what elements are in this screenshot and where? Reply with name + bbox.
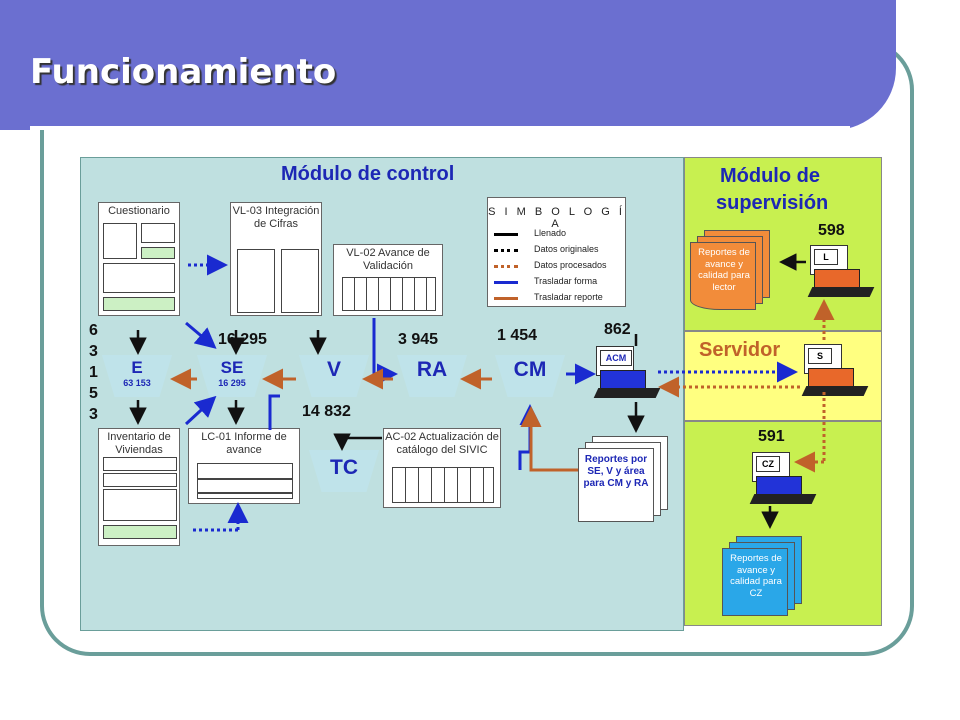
- legend-item-label: Datos procesados: [534, 260, 607, 270]
- legend-item-label: Llenado: [534, 228, 567, 238]
- title-underline: [30, 126, 850, 130]
- form-box: [197, 493, 293, 499]
- legend-swatch: [494, 265, 518, 268]
- arrow-dotted-blue: [188, 254, 798, 532]
- ac02-document: AC-02 Actualización de catálogo del SIVI…: [383, 428, 501, 508]
- node-se-value: 16 295: [218, 378, 246, 388]
- node-e: E 63 153: [102, 355, 172, 397]
- legend-item-label: Datos originales: [534, 244, 599, 254]
- form-box: [103, 263, 175, 293]
- cuestionario-document: Cuestionario: [98, 202, 180, 316]
- report-page: [578, 448, 654, 522]
- count-v: 14 832: [302, 403, 351, 420]
- form-box: [103, 223, 137, 259]
- form-box: [141, 247, 175, 259]
- node-v-label: V: [326, 358, 341, 381]
- vertical-digit: 6: [89, 322, 98, 339]
- legend-item-label: Trasladar reporte: [534, 292, 603, 302]
- reports-se-v-stack: Reportes por SE, V y área para CM y RA: [578, 436, 678, 526]
- slide-title: Funcionamiento: [30, 52, 337, 92]
- lector-label: L: [814, 249, 838, 265]
- legend-swatch: [494, 249, 518, 252]
- node-e-label: E: [131, 358, 143, 377]
- form-box: [281, 249, 319, 313]
- vertical-digit: 3: [89, 406, 98, 423]
- legend-item-label: Trasladar forma: [534, 276, 598, 286]
- form-box: [237, 249, 275, 313]
- inventario-document: Inventario de Viviendas: [98, 428, 180, 546]
- title-bar: [0, 0, 896, 130]
- vertical-digit: 3: [89, 343, 98, 360]
- arrow-black: [129, 253, 806, 529]
- form-box: [103, 473, 177, 487]
- cz-label: CZ: [756, 456, 780, 472]
- server-label: S: [808, 348, 832, 364]
- form-box: [103, 489, 177, 521]
- form-box: [342, 277, 436, 311]
- acm-label: ACM: [600, 350, 632, 366]
- lc01-label: LC-01 Informe de avance: [201, 431, 287, 456]
- node-cm: CM: [495, 355, 565, 397]
- inventario-label: Inventario de Viviendas: [107, 431, 171, 456]
- count-ra: 3 945: [398, 331, 439, 348]
- vl03-document: VL-03 Integración de Cifras: [230, 202, 322, 316]
- reports-se-v-text: Reportes por SE, V y área para CM y RA: [583, 454, 649, 489]
- vl02-label: VL-02 Avance de Validación: [346, 247, 430, 272]
- form-box: [141, 223, 175, 243]
- count-cm: 1 454: [497, 327, 538, 344]
- report-page: [722, 548, 788, 616]
- vl03-label: VL-03 Integración de Cifras: [232, 205, 320, 230]
- arrow-orange: [170, 368, 578, 472]
- supervision-module-title-2: supervisión: [716, 192, 829, 214]
- count-lector: 598: [818, 222, 845, 239]
- control-module-title: Módulo de control: [281, 163, 455, 185]
- node-se: SE 16 295: [197, 355, 267, 397]
- vertical-digit: 1: [89, 364, 98, 381]
- arrow-blue: [184, 318, 596, 470]
- node-v: V: [299, 355, 369, 397]
- report-page: [690, 242, 756, 310]
- reports-lector-stack: Reportes de avance y calidad para lector: [690, 230, 780, 320]
- supervision-module-title-1: Módulo de: [720, 165, 820, 187]
- form-box: [392, 467, 494, 503]
- node-ra-label: RA: [416, 358, 448, 381]
- legend-swatch: [494, 297, 518, 300]
- node-se-label: SE: [220, 358, 244, 377]
- node-e-value: 63 153: [123, 378, 151, 388]
- legend-title: S I M B O L O G Í A: [488, 206, 625, 230]
- count-acm: 862: [604, 321, 631, 338]
- lc01-document: LC-01 Informe de avance: [188, 428, 300, 504]
- form-box: [197, 479, 293, 493]
- vl02-document: VL-02 Avance de Validación: [333, 244, 443, 316]
- ac02-label: AC-02 Actualización de catálogo del SIVI…: [385, 431, 499, 456]
- legend-swatch: [494, 281, 518, 284]
- form-box: [103, 297, 175, 311]
- node-tc-label: TC: [330, 456, 358, 479]
- form-box: [197, 463, 293, 479]
- form-box: [103, 457, 177, 471]
- legend-swatch: [494, 233, 518, 236]
- count-cz: 591: [758, 428, 785, 445]
- servidor-title: Servidor: [699, 339, 781, 361]
- reports-cz-text: Reportes de avance y calidad para CZ: [730, 553, 782, 599]
- reports-lector-text: Reportes de avance y calidad para lector: [698, 247, 750, 293]
- vertical-digit: 5: [89, 385, 98, 402]
- form-box: [103, 525, 177, 539]
- reports-cz-stack: Reportes de avance y calidad para CZ: [722, 536, 822, 618]
- arrow-dotted-orange: [658, 299, 835, 473]
- node-ra: RA: [397, 355, 467, 397]
- cuestionario-label: Cuestionario: [108, 205, 170, 217]
- node-tc: TC: [309, 450, 379, 492]
- node-cm-label: CM: [513, 358, 547, 381]
- legend: S I M B O L O G Í A Llenado Datos origin…: [487, 197, 626, 307]
